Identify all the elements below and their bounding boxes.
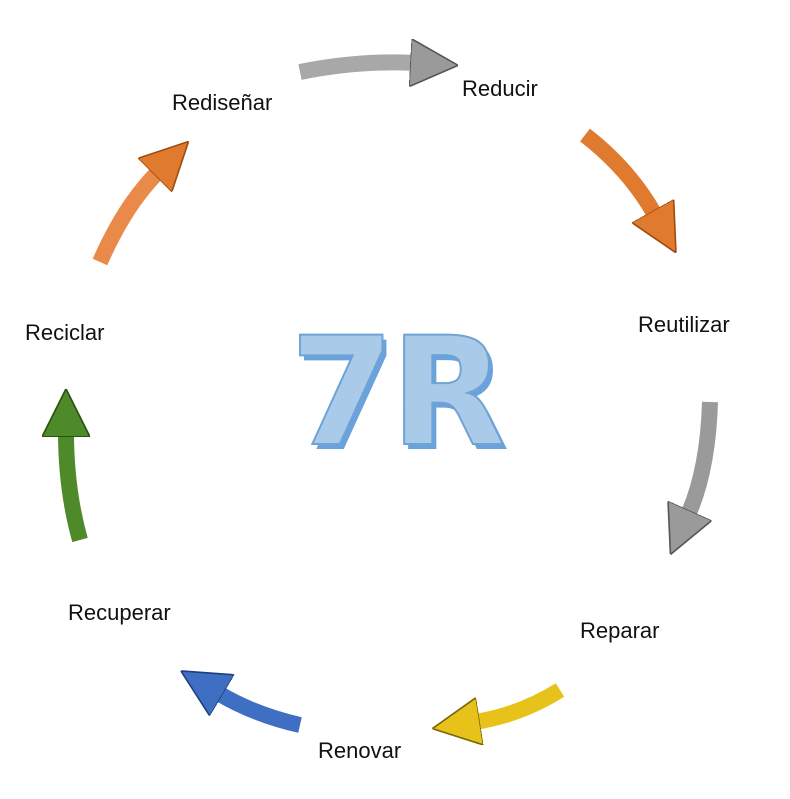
label-recuperar: Recuperar [68, 600, 171, 625]
label-reciclar: Reciclar [25, 320, 105, 345]
arrow-recuperar-to-reciclar [66, 432, 80, 543]
label-renovar: Renovar [318, 738, 402, 763]
arrow-reducir-to-reutilizar [580, 128, 655, 215]
arrow-redisenar-to-reducir [298, 62, 415, 72]
arrow-reparar-to-renovar [475, 683, 565, 722]
label-reutilizar: Reutilizar [638, 312, 730, 337]
label-reparar: Reparar [580, 618, 660, 643]
arrow-reutilizar-to-reparar [688, 401, 718, 515]
center-title: 7R [289, 306, 507, 480]
label-reducir: Reducir [462, 76, 538, 101]
arrow-renovar-to-recuperar [218, 693, 302, 733]
arrow-reciclar-to-redisenar [92, 172, 158, 266]
label-redisenar: Rediseñar [172, 90, 273, 115]
